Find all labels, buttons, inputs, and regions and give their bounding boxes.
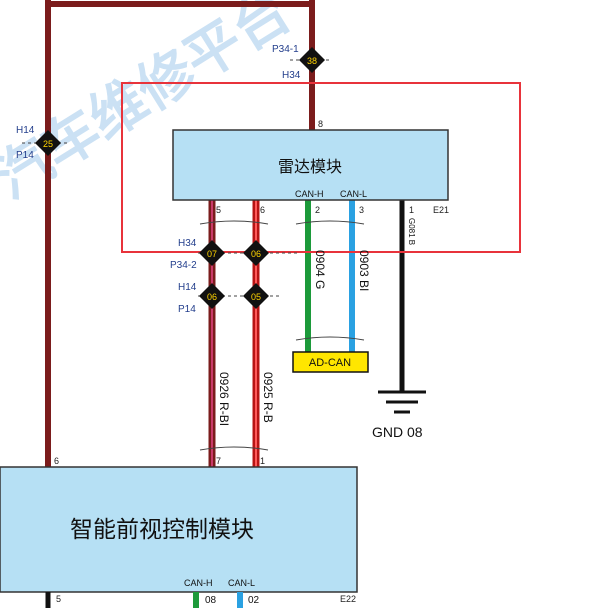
highlight-frame [121, 82, 521, 253]
radar-module-code: E21 [433, 205, 449, 215]
front-module-code: E22 [340, 594, 356, 604]
connector-left-h: H14 [16, 125, 35, 136]
connector-diamond-mid-1: 07 [199, 240, 225, 266]
wire-label-0904: 0904 G [313, 250, 327, 289]
radar-pin-1: 1 [409, 205, 414, 215]
ground-symbol [378, 390, 426, 414]
front-pin-08: 08 [205, 595, 217, 606]
wire-label-0925: 0925 R-B [261, 372, 275, 423]
svg-text:25: 25 [43, 139, 53, 149]
svg-text:05: 05 [251, 292, 261, 302]
connector-mid-p: P34-2 [170, 260, 197, 271]
front-pin-7: 7 [216, 456, 221, 466]
twist-markers [199, 220, 365, 451]
connector-low-p: P14 [178, 304, 196, 315]
connector-low-h: H14 [178, 282, 197, 293]
radar-can-h: CAN-H [295, 189, 324, 199]
connector-diamond-left: 25 [35, 130, 61, 156]
connector-diamond-low-1: 06 [199, 283, 225, 309]
svg-text:06: 06 [251, 249, 261, 259]
connector-left-p: P14 [16, 150, 34, 161]
connector-diamond-mid-2: 06 [243, 240, 269, 266]
front-view-module [0, 466, 358, 593]
connector-top-h: H34 [282, 70, 301, 81]
connector-mid-h: H34 [178, 238, 197, 249]
radar-pin-3: 3 [359, 205, 364, 215]
connector-top-p: P34-1 [272, 44, 299, 55]
radar-pin-2: 2 [315, 205, 320, 215]
wire-label-gnd: G081 B [407, 218, 416, 245]
front-can-l: CAN-L [228, 578, 255, 588]
radar-pin-8: 8 [318, 119, 323, 129]
front-pin-1: 1 [260, 456, 265, 466]
front-pin-6: 6 [54, 456, 59, 466]
front-pin-02: 02 [248, 595, 260, 606]
radar-pin-6: 6 [260, 205, 265, 215]
front-view-module-title: 智能前视控制模块 [70, 516, 254, 542]
svg-text:07: 07 [207, 249, 217, 259]
ad-can-label: AD-CAN [309, 357, 351, 369]
radar-module-title: 雷达模块 [278, 158, 342, 176]
ad-can-box [292, 351, 369, 373]
connector-diamond-top: 38 [299, 47, 325, 73]
wire-label-0903: 0903 BI [357, 250, 371, 291]
radar-module [172, 129, 449, 201]
gnd-label: GND 08 [372, 424, 423, 440]
radar-can-l: CAN-L [340, 189, 367, 199]
svg-text:06: 06 [207, 292, 217, 302]
front-pin-5: 5 [56, 594, 61, 604]
svg-text:38: 38 [307, 56, 317, 66]
wire-label-0926: 0926 R-BI [217, 372, 231, 426]
connector-diamond-low-2: 05 [243, 283, 269, 309]
front-can-h: CAN-H [184, 578, 213, 588]
radar-pin-5: 5 [216, 205, 221, 215]
can-red-wires [208, 200, 260, 470]
